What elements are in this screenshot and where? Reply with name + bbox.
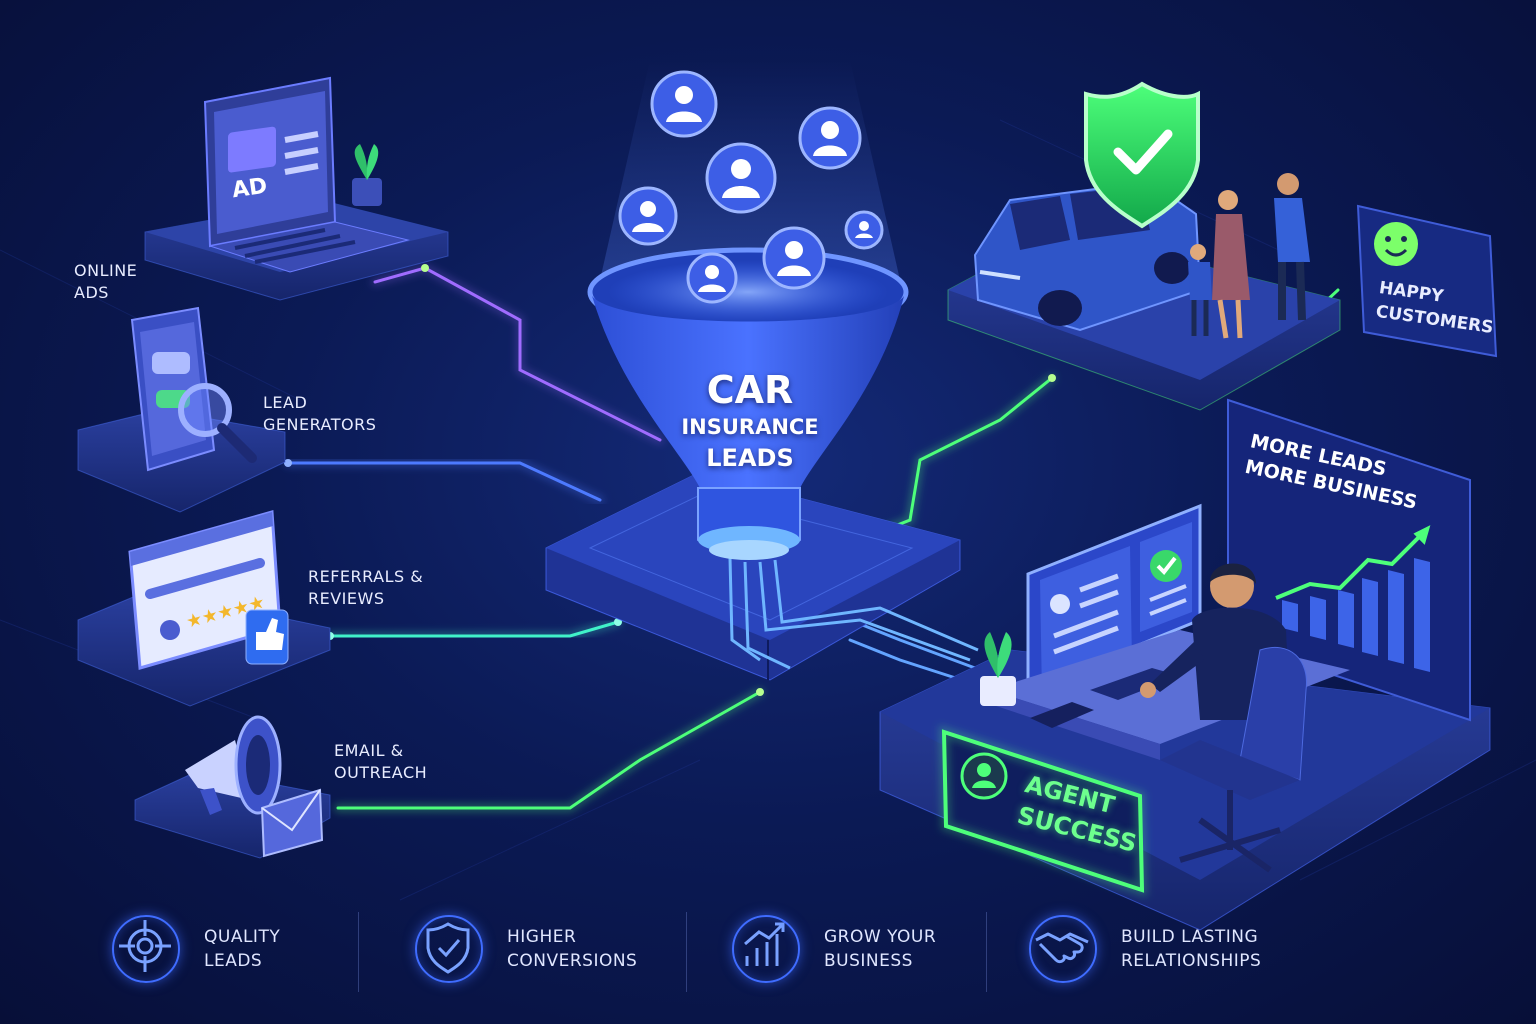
growth-board bbox=[1227, 398, 1471, 722]
source-label-lead-generators: LEAD GENERATORS bbox=[263, 392, 376, 436]
email-platform bbox=[134, 715, 331, 859]
family-icon bbox=[1188, 173, 1310, 339]
notebook-icon bbox=[1030, 702, 1094, 728]
person-bubble-icon bbox=[798, 106, 862, 170]
benefit-higher-conversions: HIGHER CONVERSIONS bbox=[415, 914, 637, 984]
lead-generators-platform bbox=[77, 306, 286, 513]
benefit-text: GROW YOUR BUSINESS bbox=[824, 925, 936, 973]
benefit-text: BUILD LASTING RELATIONSHIPS bbox=[1121, 925, 1261, 973]
benefit-line: HIGHER bbox=[507, 927, 577, 947]
benefit-text: HIGHER CONVERSIONS bbox=[507, 925, 637, 973]
funnel-title-line3: LEADS bbox=[706, 444, 794, 472]
person-bubble-icon bbox=[844, 210, 884, 250]
benefit-text: QUALITY LEADS bbox=[204, 925, 280, 973]
divider bbox=[358, 912, 359, 992]
lead-bubbles bbox=[618, 70, 884, 304]
thumbs-up-icon bbox=[245, 609, 289, 665]
benefit-grow-business: GROW YOUR BUSINESS bbox=[732, 914, 936, 984]
shield-icon-ring bbox=[415, 915, 483, 983]
person-bubble-icon bbox=[686, 252, 738, 304]
monitor-icon bbox=[1026, 503, 1202, 696]
handshake-icon-ring bbox=[1029, 915, 1097, 983]
benefit-line: RELATIONSHIPS bbox=[1121, 951, 1262, 971]
benefits-strip: QUALITY LEADS HIGHER CONVERSIONS GROW YO… bbox=[0, 900, 1536, 1020]
person-bubble-icon bbox=[618, 186, 678, 246]
happy-customers-card bbox=[1356, 204, 1498, 358]
source-label-line: OUTREACH bbox=[334, 763, 428, 782]
benefit-line: QUALITY bbox=[204, 927, 281, 947]
source-label-line: GENERATORS bbox=[263, 415, 377, 434]
benefit-relationships: BUILD LASTING RELATIONSHIPS bbox=[1029, 914, 1261, 984]
benefit-line: GROW YOUR bbox=[824, 927, 937, 947]
source-label-line: REVIEWS bbox=[308, 589, 385, 608]
person-bubble-icon bbox=[762, 226, 826, 290]
divider bbox=[686, 912, 687, 992]
benefit-line: BUSINESS bbox=[824, 951, 913, 971]
shield-check-icon bbox=[1084, 81, 1200, 229]
review-window-icon: ★★★★★ bbox=[128, 510, 282, 670]
source-label-line: ADS bbox=[74, 283, 109, 302]
source-label-line: EMAIL & bbox=[334, 741, 404, 760]
plant-icon bbox=[352, 144, 382, 206]
source-label-online-ads: ONLINE ADS bbox=[74, 260, 137, 304]
funnel-title-line2: INSURANCE bbox=[681, 415, 819, 439]
person-bubble-icon bbox=[705, 142, 777, 214]
source-label-email: EMAIL & OUTREACH bbox=[334, 740, 427, 784]
person-bubble-icon bbox=[650, 70, 718, 138]
funnel-title-line1: CAR bbox=[706, 368, 794, 412]
chair-icon bbox=[1160, 646, 1307, 873]
source-label-line: ONLINE bbox=[74, 261, 138, 280]
benefit-line: BUILD LASTING bbox=[1121, 927, 1259, 947]
magnifier-icon bbox=[178, 383, 257, 463]
benefit-line: CONVERSIONS bbox=[507, 951, 638, 971]
megaphone-icon bbox=[185, 715, 282, 815]
agent-avatar-icon bbox=[960, 752, 1008, 800]
plant-icon bbox=[980, 632, 1016, 706]
source-label-referrals: REFERRALS & REVIEWS bbox=[308, 566, 423, 610]
envelope-icon bbox=[260, 788, 324, 858]
target-icon-ring bbox=[112, 915, 180, 983]
agent-platform bbox=[879, 398, 1491, 931]
benefit-quality-leads: QUALITY LEADS bbox=[112, 914, 280, 984]
keyboard-icon bbox=[1090, 668, 1180, 700]
growth-icon-ring bbox=[732, 915, 800, 983]
referrals-platform: ★★★★★ bbox=[77, 510, 331, 707]
funnel-title: CAR INSURANCE LEADS bbox=[640, 368, 860, 474]
funnel-icon bbox=[587, 247, 909, 560]
laptop-icon bbox=[203, 76, 410, 273]
source-label-line: REFERRALS & bbox=[308, 567, 424, 586]
online-ads-platform bbox=[144, 76, 449, 301]
agent-success-card bbox=[938, 725, 1148, 897]
smiley-icon bbox=[1374, 222, 1418, 266]
divider bbox=[986, 912, 987, 992]
source-label-line: LEAD bbox=[263, 393, 308, 412]
happy-customers-platform bbox=[947, 81, 1341, 411]
ad-badge: AD bbox=[230, 173, 269, 204]
benefit-line: LEADS bbox=[204, 951, 263, 971]
